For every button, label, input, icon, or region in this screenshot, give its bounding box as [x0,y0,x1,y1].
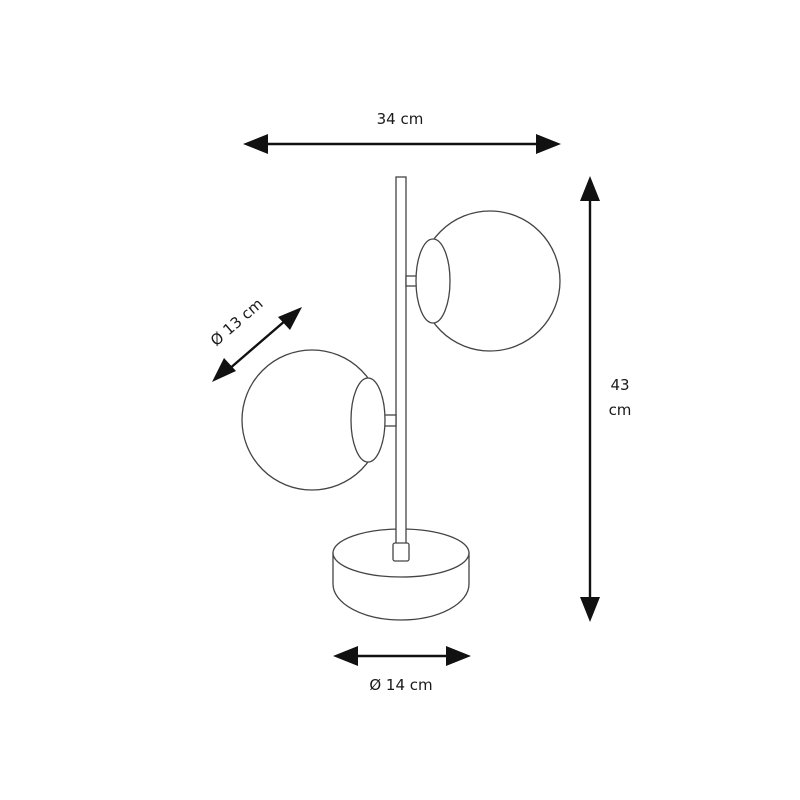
base-arrow-right-head [446,646,471,666]
width-dimension: 34 cm [243,110,561,154]
globe-arrow-line [227,319,287,371]
height-dimension: 43 cm [580,176,631,622]
lower-globe-arm [383,414,397,427]
height-arrow-top-head [580,176,600,201]
lamp-pole-collar [392,542,410,562]
lamp-pole [395,176,407,545]
width-arrow-right-head [536,134,561,154]
width-label: 34 cm [377,110,424,128]
lower-globe-cup [350,377,386,463]
base-diameter-label: Ø 14 cm [369,676,432,694]
lower-globe-assembly [241,349,397,491]
globe-diameter-label: Ø 13 cm [207,295,267,350]
globe-arrow-upper-head [278,307,302,330]
upper-globe-assembly [405,210,561,352]
upper-globe-cup [415,238,451,324]
height-arrow-bottom-head [580,597,600,622]
globe-arrow-lower-head [212,358,236,382]
width-arrow-left-head [243,134,268,154]
height-label-value: 43 [610,376,629,394]
lamp-drawing [241,176,561,621]
base-diameter-dimension: Ø 14 cm [333,646,471,694]
base-arrow-left-head [333,646,358,666]
height-label-unit: cm [609,401,632,419]
